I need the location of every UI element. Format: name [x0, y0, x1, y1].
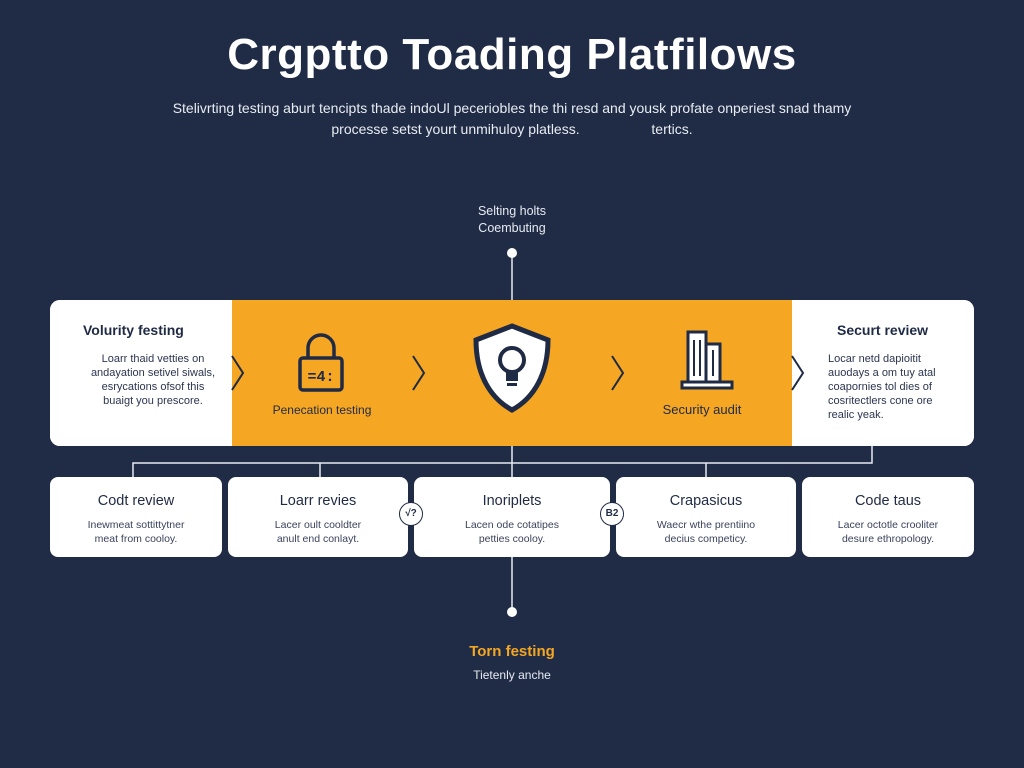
step-body: Loarr thaid vetties on andayation setive… [78, 352, 228, 408]
card-body-line: petties cooloy. [478, 533, 546, 545]
label-badge-icon: B2 [600, 502, 624, 526]
svg-text:=4:: =4: [307, 369, 334, 386]
top-node-line1: Selting holts [477, 204, 547, 218]
step-securt-review[interactable]: Securt review Locar netd dapioitit auoda… [791, 300, 974, 446]
page-title: Crgptto Toading Platfilows [227, 30, 797, 79]
step-body-line: Loarr thaid vetties on [101, 353, 205, 365]
page-subtitle: Stelivrting testing aburt tencipts thade… [130, 98, 894, 140]
shield-lightbulb-icon [473, 323, 551, 413]
card-body-line: desure ethropology. [841, 533, 935, 545]
bottom-node-label: Torn festing Tietenly anche [412, 643, 612, 682]
card-body: Lacer oult cooldter anult end conlayt. [228, 518, 408, 546]
card-title: Inoriplets [482, 493, 542, 509]
bottom-node-title: Torn festing [469, 643, 555, 660]
top-node-line2: Coembuting [478, 221, 546, 235]
process-strip: Volurity festing Loarr thaid vetties on … [50, 300, 974, 446]
step-title: Volurity festing [83, 322, 184, 338]
card-body-line: Lacen ode cotatipes [465, 519, 559, 531]
card-body-line: Lacer octotle crooliter [837, 519, 939, 531]
step-label: Penecation testing [272, 403, 372, 417]
step-volurity-festing[interactable]: Volurity festing Loarr thaid vetties on … [50, 300, 232, 446]
step-body: Locar netd dapioitit auodays a om tuy at… [828, 352, 968, 422]
card-body: Inewmeat sottittytner meat from cooloy. [50, 518, 222, 546]
step-penecation-testing[interactable]: =4: Penecation testing [231, 300, 412, 446]
card-title: Crapasicus [669, 493, 743, 509]
card-code-taus[interactable]: Code taus Lacer octotle crooliter desure… [802, 477, 974, 557]
step-shield[interactable] [412, 300, 612, 446]
card-body: Lacer octotle crooliter desure ethropolo… [802, 518, 974, 546]
card-body-line: Lacer oult cooldter [274, 519, 362, 531]
subtitle-line-2b: tertics. [651, 121, 693, 137]
subtitle-line-1: Stelivrting testing aburt tencipts thade… [172, 100, 852, 116]
top-node-label: Selting holts Coembuting [412, 203, 612, 237]
step-body-line: coapornies tol dies of [828, 381, 932, 393]
check-badge-icon: √? [399, 502, 423, 526]
subtitle-line-2: processe setst yourt unmihuloy platless.… [130, 119, 894, 140]
card-body-line: decius competicy. [664, 533, 748, 545]
top-node-dot [507, 248, 517, 258]
card-codt-review[interactable]: Codt review Inewmeat sottittytner meat f… [50, 477, 222, 557]
step-body-line: andayation setivel siwals, [90, 367, 216, 379]
step-title: Securt review [837, 322, 929, 338]
step-security-audit[interactable]: Security audit [611, 300, 792, 446]
card-body-line: Waecr wthe prentiino [656, 519, 756, 531]
card-body-line: Inewmeat sottittytner [87, 519, 185, 531]
chevron-right-icon [611, 355, 625, 391]
card-crapasicus[interactable]: Crapasicus Waecr wthe prentiino decius c… [616, 477, 796, 557]
card-body-line: anult end conlayt. [276, 533, 360, 545]
chevron-right-icon [412, 355, 426, 391]
card-loarr-revies[interactable]: Loarr revies Lacer oult cooldter anult e… [228, 477, 408, 557]
chevron-right-icon [231, 355, 245, 391]
step-body-line: esrycations ofsof this [101, 381, 205, 393]
bottom-node-dot [507, 607, 517, 617]
card-inoriplets[interactable]: Inoriplets Lacen ode cotatipes petties c… [414, 477, 610, 557]
bottom-node-sub: Tietenly anche [473, 668, 551, 682]
building-icon [680, 330, 734, 390]
step-body-line: Locar netd dapioitit [828, 353, 921, 365]
chevron-right-icon [791, 355, 805, 391]
step-body-line: buaigt you prescore. [103, 395, 203, 407]
padlock-icon: =4: [298, 333, 344, 392]
step-body-line: auodays a om tuy atal [828, 367, 936, 379]
card-body: Lacen ode cotatipes petties cooloy. [414, 518, 610, 546]
card-title: Codt review [97, 493, 175, 509]
step-label: Security audit [662, 402, 742, 417]
card-title: Code taus [854, 493, 922, 509]
step-body-line: cosritectlers cone ore [828, 395, 933, 407]
card-body: Waecr wthe prentiino decius competicy. [616, 518, 796, 546]
card-title: Loarr revies [279, 493, 357, 509]
branch-connector [132, 446, 873, 477]
card-body-line: meat from cooloy. [94, 533, 178, 545]
subtitle-line-2a: processe setst yourt unmihuloy platless. [331, 121, 580, 137]
step-body-line: realic yeak. [828, 409, 884, 421]
